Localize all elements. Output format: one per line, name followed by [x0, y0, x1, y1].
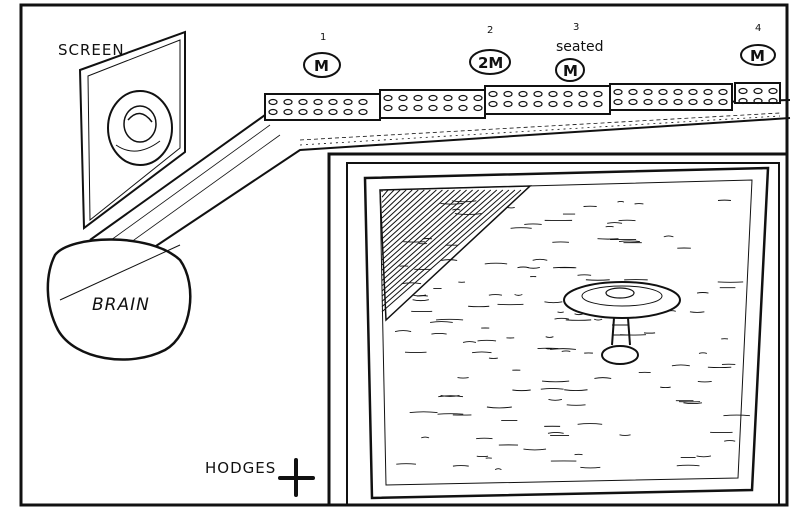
screen-label: SCREEN: [58, 41, 125, 59]
seat-tag: M: [750, 47, 765, 65]
seat-tag: M: [314, 57, 329, 75]
seat-tag-oval: [740, 44, 776, 66]
seat-tag-oval: [469, 49, 511, 75]
seat-3: 3 seated M: [555, 22, 603, 82]
seat-2: 2 2M: [469, 25, 511, 75]
seat-block: [379, 89, 486, 119]
seat-block: [484, 85, 611, 115]
disc-on-pedestal-icon: [563, 281, 681, 365]
seat-1: 1 M: [303, 32, 341, 78]
ring-sketch-icon: [107, 90, 173, 166]
seat-number: 1: [320, 32, 326, 43]
seat-note: seated: [556, 39, 603, 55]
inset-panel: [327, 152, 789, 507]
seat-block: [609, 83, 733, 111]
seat-tag-oval: [555, 58, 585, 82]
seat-4: 4 M: [740, 23, 776, 66]
screen-panel: [78, 30, 186, 230]
plus-icon: [278, 458, 315, 497]
seat-tag: 2M: [478, 54, 503, 72]
seat-rows: [264, 82, 781, 121]
seat-tag-oval: [303, 52, 341, 78]
brain-label: BRAIN: [92, 295, 150, 315]
hodges-label: HODGES: [205, 459, 276, 477]
seat-number: 2: [487, 25, 493, 36]
seat-number: 3: [573, 22, 579, 33]
seat-tag: M: [563, 62, 578, 80]
brain-shape: [46, 238, 192, 361]
seat-block: [264, 93, 381, 121]
seat-number: 4: [755, 23, 761, 34]
